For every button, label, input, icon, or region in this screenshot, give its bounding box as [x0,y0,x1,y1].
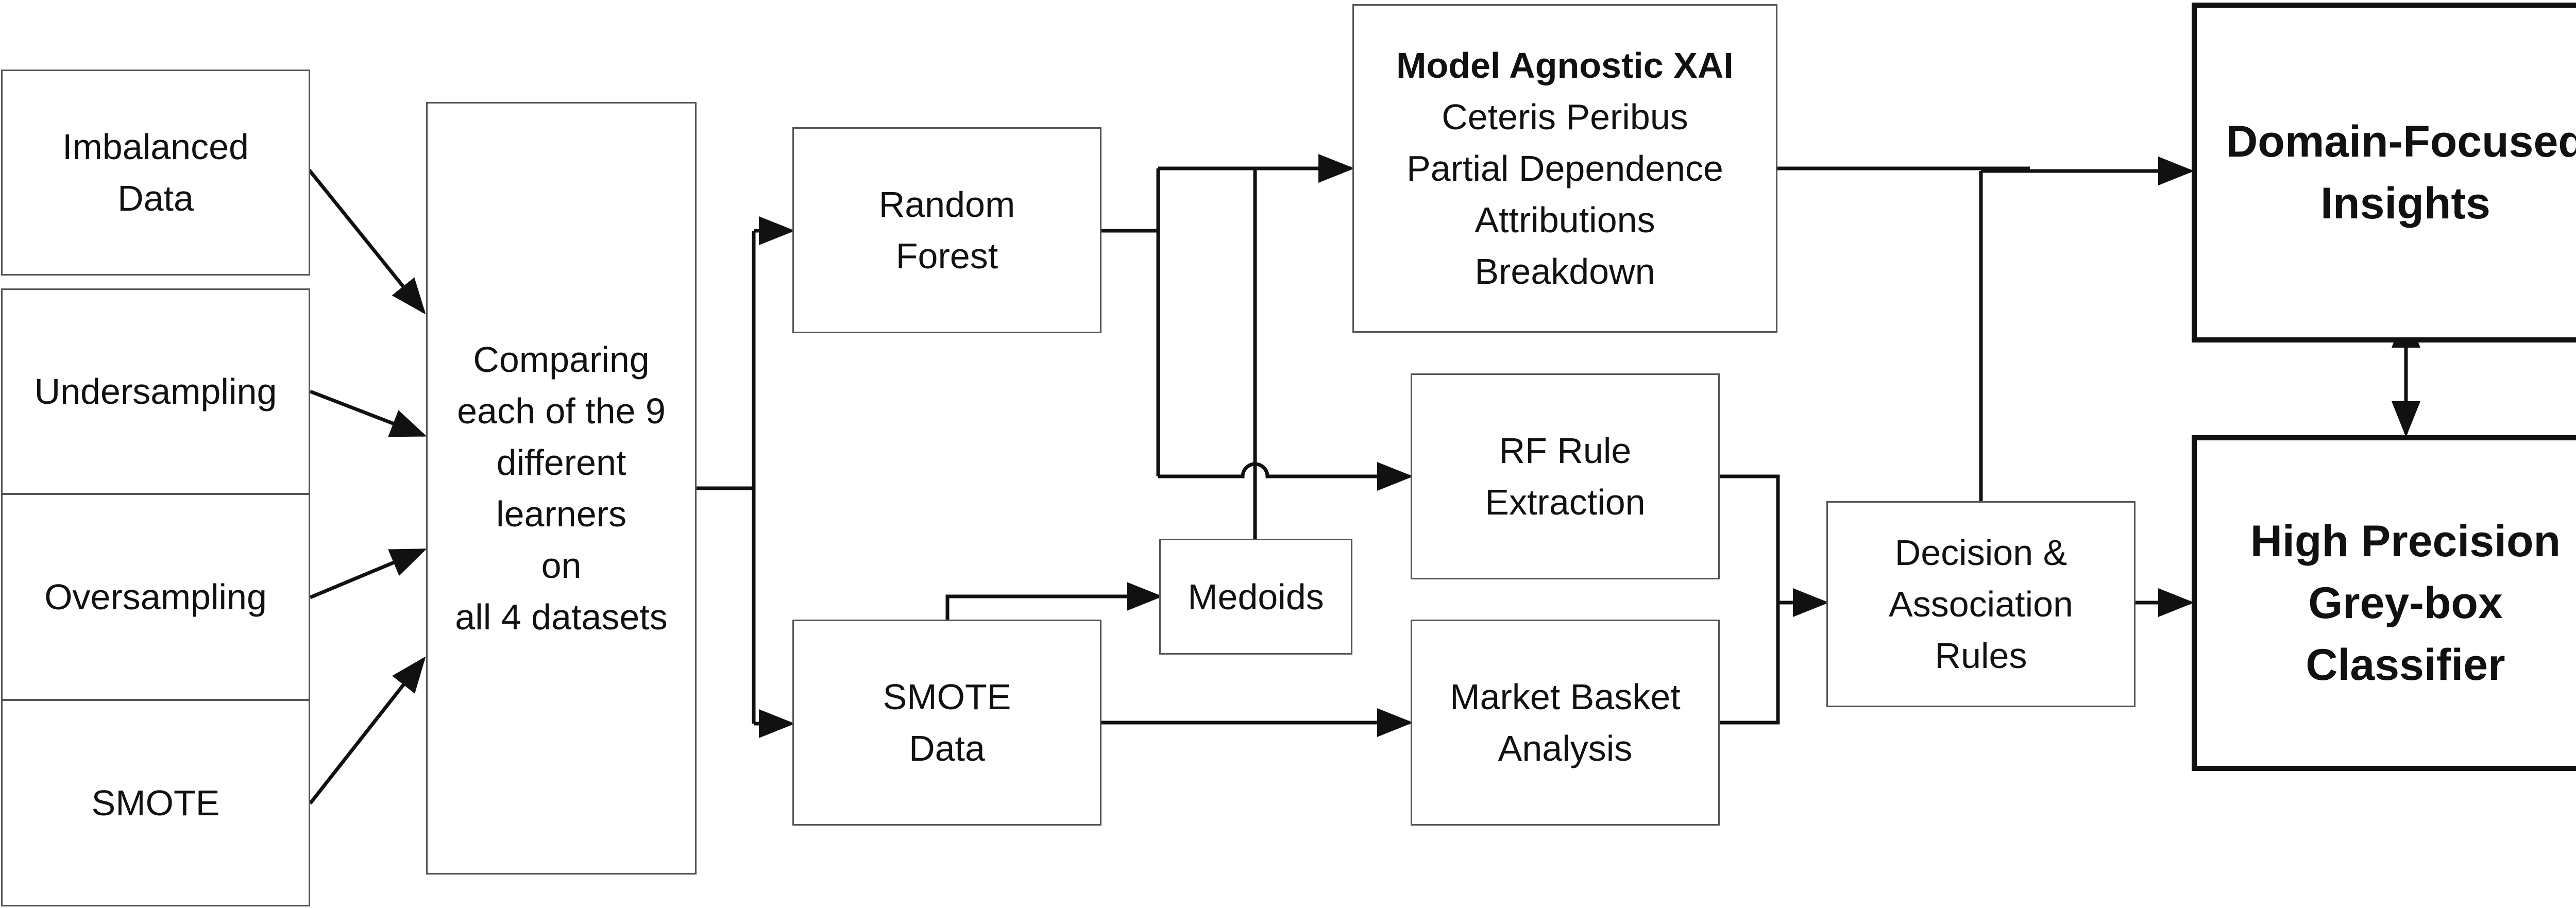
connector-rule-to-merge [1719,474,1780,725]
market-basket-line-1: Market Basket [1450,677,1681,717]
random-forest-line-2: Forest [895,236,998,276]
box-rf-rule-extraction: RF Rule Extraction [1411,373,1720,579]
decision-rules-line-1: Decision & [1894,533,2067,573]
xai-method-breakdown: Breakdown [1475,251,1655,292]
decision-rules-line-2: Association [1889,584,2073,624]
classifier-line-2: Grey-box [2308,578,2503,628]
box-domain-focused-insights: Domain-Focused Insights [2192,3,2576,342]
box-oversampling: Oversampling [1,493,310,700]
box-smote: SMOTE [1,699,310,906]
box-imbalanced-data: Imbalanced Data [1,70,310,276]
box-market-basket-analysis: Market Basket Analysis [1411,620,1720,826]
comparing-line-4: learners [496,494,626,534]
box-model-agnostic-xai: Model Agnostic XAI Ceteris Peribus Parti… [1352,4,1777,333]
oversampling-label: Oversampling [44,577,267,617]
market-basket-line-2: Analysis [1498,728,1633,768]
arrow-rf-to-rule-extraction [1158,462,1413,491]
medoids-label: Medoids [1188,576,1324,617]
classifier-line-1: High Precision [2250,517,2561,566]
connector-smote-to-medoids [945,582,1163,620]
comparing-line-5: on [541,545,582,586]
box-undersampling: Undersampling [1,288,310,494]
box-smote-data: SMOTE Data [792,620,1101,826]
xai-method-partial-dependence: Partial Dependence [1406,148,1723,189]
rf-rule-line-1: RF Rule [1499,431,1632,471]
smote-data-line-1: SMOTE [883,677,1011,717]
decision-rules-line-3: Rules [1935,636,2027,676]
xai-title: Model Agnostic XAI [1396,45,1734,85]
box-decision-association-rules: Decision & Association Rules [1826,501,2136,707]
xai-method-ceteris-peribus: Ceteris Peribus [1442,97,1688,137]
box-comparing-learners: Comparing each of the 9 different learne… [426,102,697,875]
smote-data-line-2: Data [909,728,985,768]
insights-line-1: Domain-Focused [2226,117,2576,166]
random-forest-line-1: Random [878,184,1015,225]
rf-rule-line-2: Extraction [1485,482,1646,522]
box-grey-box-classifier: High Precision Grey-box Classifier [2192,435,2576,771]
smote-label: SMOTE [91,783,220,823]
comparing-line-2: each of the 9 [457,391,666,431]
box-random-forest: Random Forest [792,127,1101,333]
imbalanced-line-1: Imbalanced [62,127,249,167]
classifier-line-3: Classifier [2306,640,2505,690]
arrow-smote-to-comparing [309,656,426,805]
undersampling-label: Undersampling [34,371,277,412]
comparing-line-3: different [496,442,626,483]
imbalanced-line-2: Data [117,178,194,218]
comparing-line-1: Comparing [473,339,650,380]
arrow-imbalanced-to-comparing [308,168,426,315]
arrow-undersampling-to-comparing [309,389,427,437]
comparing-line-6: all 4 datasets [455,597,668,637]
box-medoids: Medoids [1159,539,1352,655]
xai-method-attributions: Attributions [1475,200,1655,240]
insights-line-2: Insights [2320,179,2490,228]
arrow-oversampling-to-comparing [309,548,427,599]
